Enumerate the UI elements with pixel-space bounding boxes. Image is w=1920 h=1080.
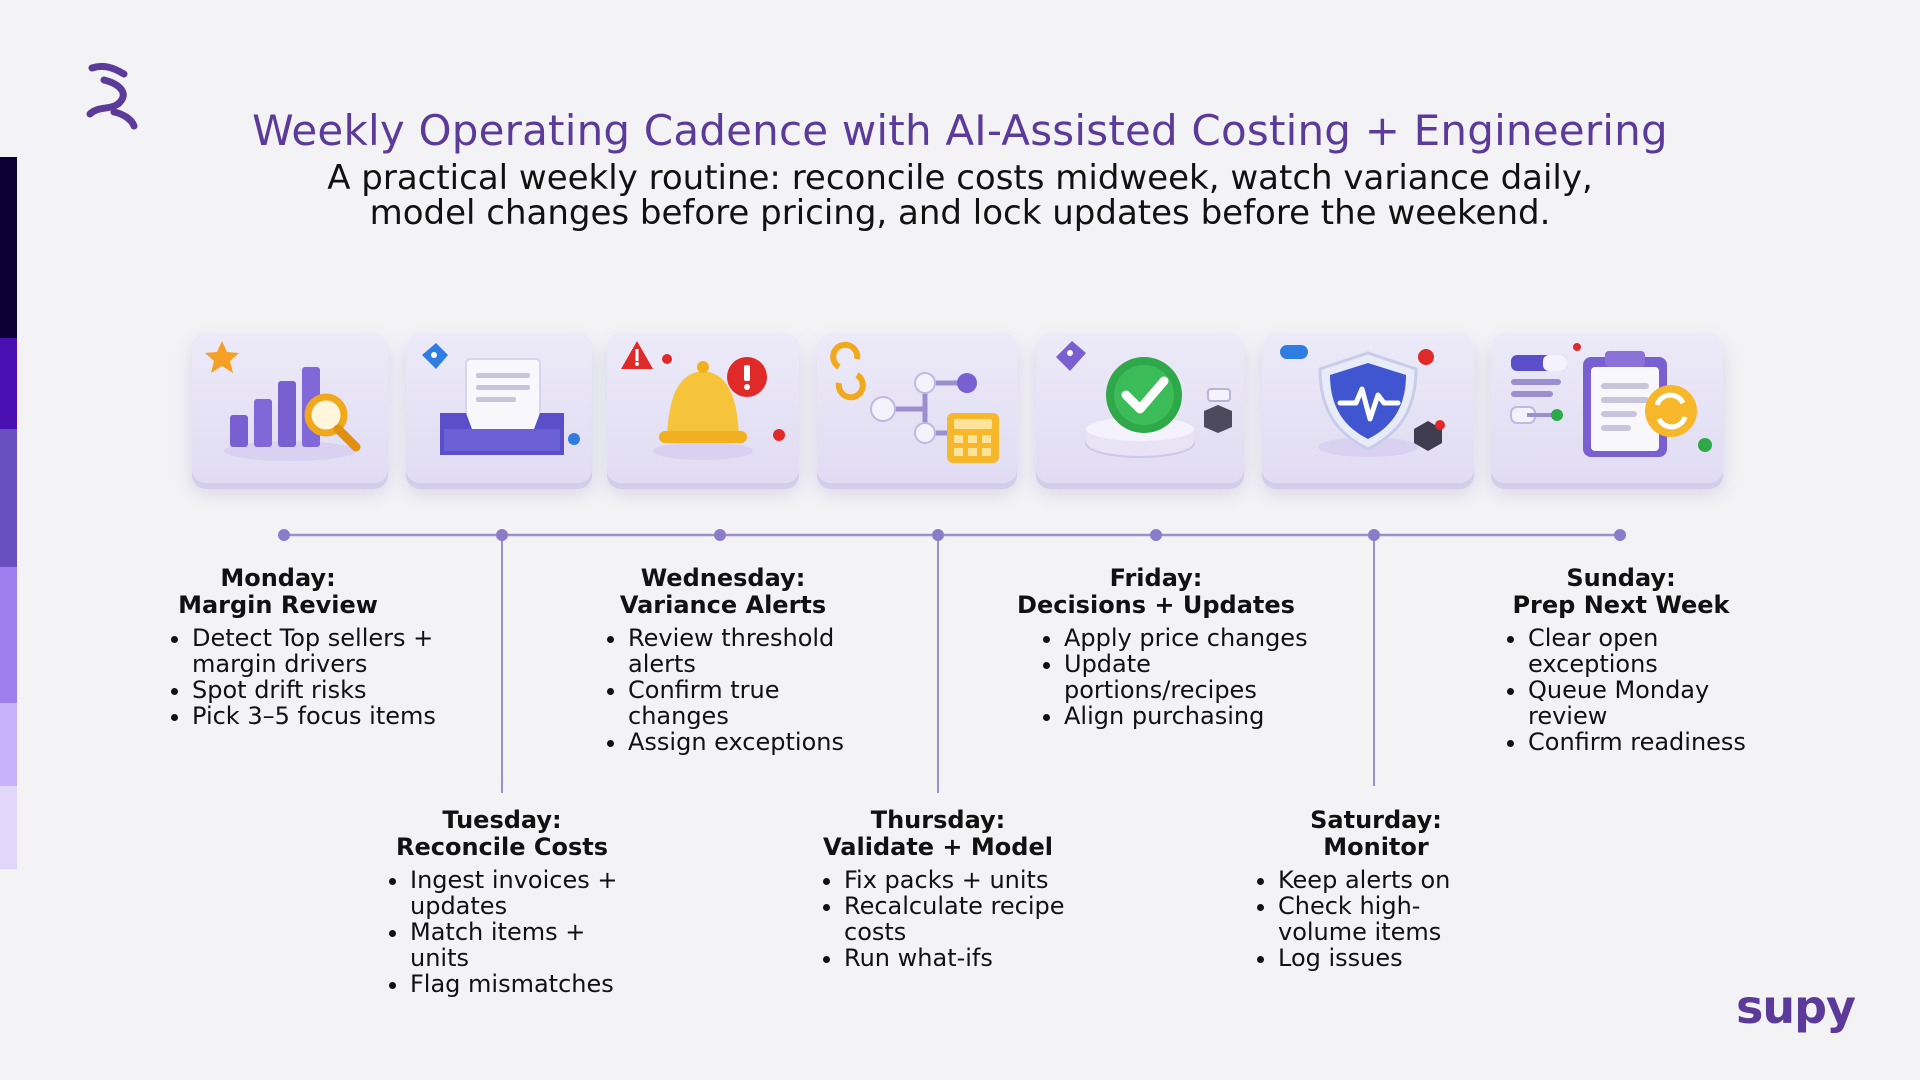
day-heading: Wednesday: Variance Alerts — [570, 565, 876, 619]
day-bullet: Recalculate recipe costs — [844, 893, 1084, 945]
day-name: Wednesday: — [640, 564, 806, 592]
monday-icon-tile — [192, 333, 388, 483]
day-saturday: Saturday: Monitor Keep alerts on Check h… — [1226, 807, 1526, 972]
stripe-segment — [0, 157, 17, 338]
day-bullet: Detect Top sellers + margin drivers — [192, 625, 442, 677]
day-bullet: Check high-volume items — [1278, 893, 1508, 945]
day-heading: Tuesday: Reconcile Costs — [346, 807, 658, 861]
day-bullets: Keep alerts on Check high-volume items L… — [1250, 867, 1508, 971]
day-bullet: Fix packs + units — [844, 867, 1084, 893]
stripe-segment — [0, 703, 17, 786]
day-friday: Friday: Decisions + Updates Apply price … — [1012, 565, 1312, 730]
day-subtitle: Variance Alerts — [619, 591, 827, 619]
day-bullet: Log issues — [1278, 945, 1508, 971]
thursday-icon-tile — [817, 333, 1017, 483]
timeline-node — [1150, 529, 1162, 541]
day-bullets: Ingest invoices + updates Match items + … — [382, 867, 650, 997]
day-bullet: Queue Monday review — [1528, 677, 1748, 729]
day-subtitle: Prep Next Week — [1512, 591, 1730, 619]
day-bullets: Detect Top sellers + margin drivers Spot… — [164, 625, 442, 729]
timeline-node — [278, 529, 290, 541]
checkmark-approval-icon — [1056, 341, 1232, 458]
sunday-icon-tile — [1491, 333, 1723, 483]
day-bullet: Run what-ifs — [844, 945, 1084, 971]
wednesday-icon-tile — [607, 333, 799, 483]
day-bullets: Apply price changes Update portions/reci… — [1036, 625, 1324, 729]
subtitle-line: model changes before pricing, and lock u… — [369, 193, 1551, 233]
day-heading: Friday: Decisions + Updates — [1000, 565, 1312, 619]
day-subtitle: Decisions + Updates — [1017, 591, 1295, 619]
day-bullets: Clear open exceptions Queue Monday revie… — [1500, 625, 1748, 755]
day-bullets: Review threshold alerts Confirm true cha… — [600, 625, 858, 755]
day-bullet: Assign exceptions — [628, 729, 858, 755]
stripe-segment — [0, 567, 17, 703]
day-name: Monday: — [220, 564, 336, 592]
friday-icon-tile — [1036, 333, 1244, 483]
page-title: Weekly Operating Cadence with AI-Assiste… — [252, 106, 1668, 155]
day-bullet: Clear open exceptions — [1528, 625, 1748, 677]
timeline-node — [1614, 529, 1626, 541]
day-bullet: Flag mismatches — [410, 971, 650, 997]
day-bullet: Ingest invoices + updates — [410, 867, 650, 919]
timeline-node — [714, 529, 726, 541]
day-bullet: Apply price changes — [1064, 625, 1324, 651]
network-calculator-icon — [830, 341, 999, 463]
day-bullet: Spot drift risks — [192, 677, 442, 703]
day-monday: Monday: Margin Review Detect Top sellers… — [140, 565, 442, 730]
stripe-segment — [0, 429, 17, 567]
day-subtitle: Margin Review — [178, 591, 378, 619]
day-subtitle: Validate + Model — [823, 833, 1053, 861]
clipboard-refresh-icon — [1510, 343, 1712, 457]
subtitle-line: A practical weekly routine: reconcile co… — [327, 158, 1593, 198]
timeline-node — [496, 529, 508, 541]
day-bullet: Pick 3–5 focus items — [192, 703, 442, 729]
bar-chart-magnifier-icon — [205, 341, 361, 461]
saturday-icon-tile — [1262, 333, 1474, 483]
day-name: Saturday: — [1310, 806, 1442, 834]
day-sunday: Sunday: Prep Next Week Clear open except… — [1476, 565, 1776, 756]
day-heading: Saturday: Monitor — [1226, 807, 1526, 861]
day-wednesday: Wednesday: Variance Alerts Review thresh… — [576, 565, 876, 756]
timeline-node — [1368, 529, 1380, 541]
day-heading: Monday: Margin Review — [116, 565, 440, 619]
day-heading: Thursday: Validate + Model — [784, 807, 1092, 861]
day-bullet: Confirm true changes — [628, 677, 858, 729]
day-bullet: Review threshold alerts — [628, 625, 858, 677]
shield-monitor-icon — [1280, 345, 1445, 457]
timeline-node — [932, 529, 944, 541]
day-name: Friday: — [1109, 564, 1203, 592]
day-tuesday: Tuesday: Reconcile Costs Ingest invoices… — [358, 807, 658, 998]
stripe-segment — [0, 786, 17, 869]
stripe-segment — [0, 338, 17, 429]
day-subtitle: Reconcile Costs — [395, 833, 608, 861]
day-thursday: Thursday: Validate + Model Fix packs + u… — [792, 807, 1092, 972]
day-bullet: Align purchasing — [1064, 703, 1324, 729]
day-name: Tuesday: — [442, 806, 562, 834]
day-subtitle: Monitor — [1323, 833, 1429, 861]
invoice-inbox-icon — [422, 343, 580, 455]
day-bullets: Fix packs + units Recalculate recipe cos… — [816, 867, 1084, 971]
supy-logo: supy — [1736, 980, 1856, 1034]
tuesday-icon-tile — [406, 333, 592, 483]
day-bullet: Confirm readiness — [1528, 729, 1748, 755]
brand-mark-icon — [86, 62, 138, 130]
day-name: Sunday: — [1566, 564, 1676, 592]
day-bullet: Match items + units — [410, 919, 650, 971]
day-name: Thursday: — [870, 806, 1006, 834]
day-heading: Sunday: Prep Next Week — [1466, 565, 1776, 619]
day-bullet: Update portions/recipes — [1064, 651, 1264, 703]
day-bullet: Keep alerts on — [1278, 867, 1508, 893]
alert-bell-icon — [621, 341, 785, 460]
page-subtitle: A practical weekly routine: reconcile co… — [0, 161, 1920, 231]
